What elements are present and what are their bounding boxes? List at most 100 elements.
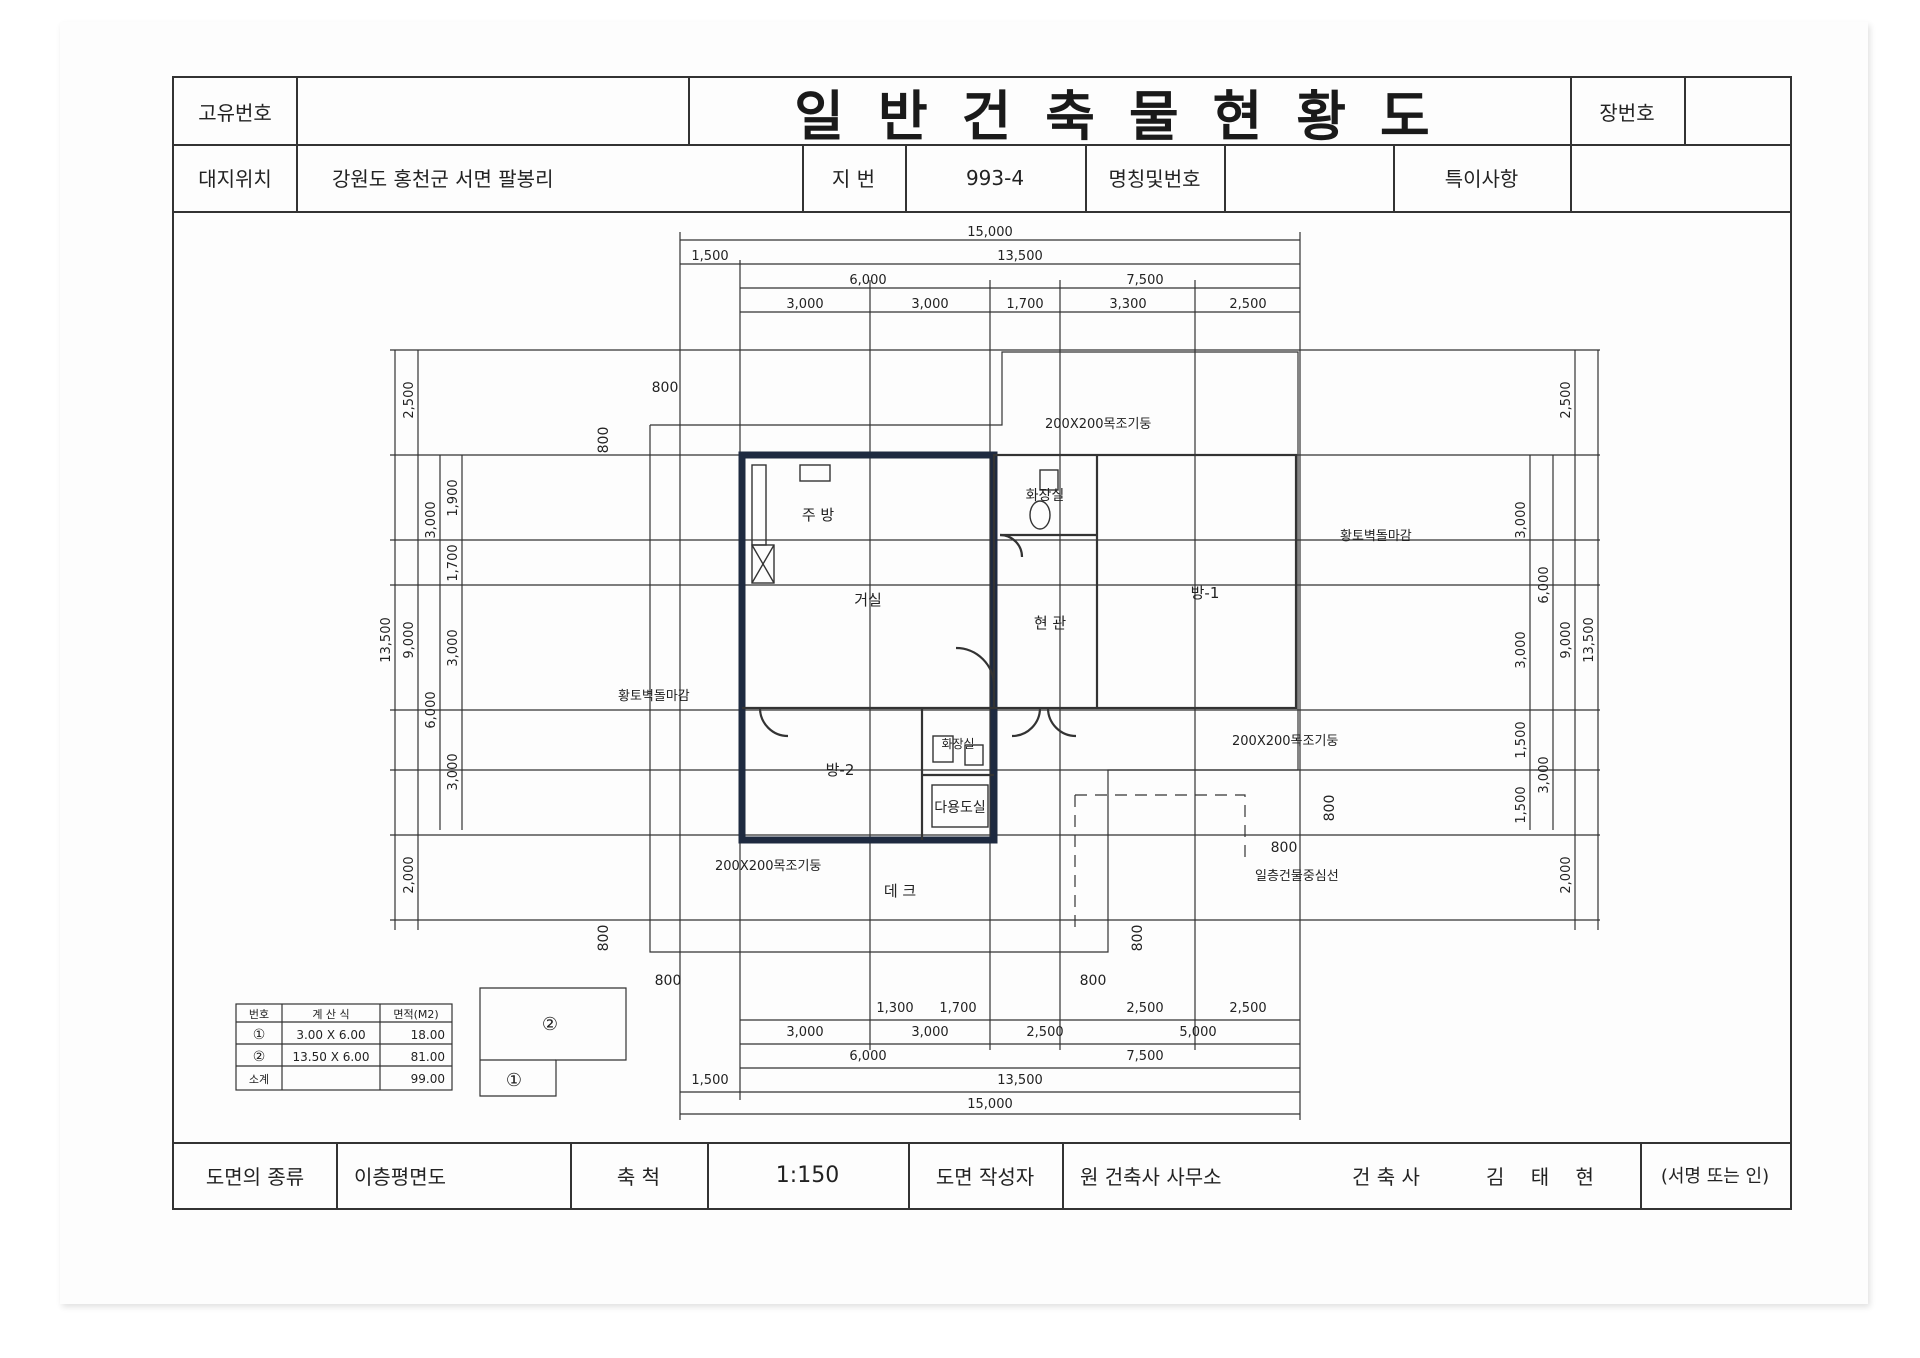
dim-offset: 800 <box>1271 840 1298 856</box>
area-row-formula: 3.00 X 6.00 <box>296 1028 365 1042</box>
note-column-mid: 200X200목조기둥 <box>1232 734 1338 749</box>
grid-line <box>905 144 907 211</box>
grid-line <box>570 1142 572 1208</box>
dim-offset: 800 <box>652 380 679 396</box>
dim-top-s3: 1,700 <box>1006 297 1043 312</box>
area-row-area: 81.00 <box>411 1050 445 1064</box>
dim-offset: 800 <box>596 925 612 952</box>
dim-left-a1: 3,000 <box>424 501 439 538</box>
dim-bottom-part-a: 6,000 <box>849 1049 886 1064</box>
dim-bottom-part-b: 7,500 <box>1126 1049 1163 1064</box>
dim-bottom-total: 15,000 <box>967 1097 1013 1112</box>
area-header-no: 번호 <box>249 1008 269 1021</box>
signature-label: (서명 또는 인) <box>1660 1166 1770 1187</box>
dim-bottom-u1: 1,300 <box>876 1001 913 1016</box>
dim-top-s4: 3,300 <box>1109 297 1146 312</box>
room-1: 방-1 <box>1191 584 1220 602</box>
dim-offset: 800 <box>1080 973 1107 989</box>
architect-label: 건 축 사 <box>1352 1164 1420 1189</box>
note-column-bottom: 200X200목조기둥 <box>715 859 821 874</box>
key-area-2: ② <box>542 1014 558 1035</box>
dim-top-part-a: 6,000 <box>849 273 886 288</box>
dim-bottom-u3: 2,500 <box>1126 1001 1163 1016</box>
room-2: 방-2 <box>826 761 855 779</box>
dim-bottom-s2: 3,000 <box>911 1025 948 1040</box>
room-living: 거실 <box>854 591 882 609</box>
dim-right-mid: 9,000 <box>1559 621 1574 658</box>
dim-right-a1: 6,000 <box>1537 566 1552 603</box>
note-wall-finish-right: 황토벽돌마감 <box>1340 529 1412 544</box>
dim-top-s5: 2,500 <box>1229 297 1266 312</box>
dim-offset: 800 <box>1322 795 1338 822</box>
dim-top-total: 15,000 <box>967 225 1013 240</box>
grid-line <box>688 78 690 144</box>
special-label: 특이사항 <box>1444 167 1519 191</box>
drawing-type-value: 이층평면도 <box>354 1164 446 1189</box>
dim-left-total: 13,500 <box>379 617 394 663</box>
dim-offset: 800 <box>655 973 682 989</box>
dim-offset: 800 <box>1130 925 1146 952</box>
scale-label: 축 척 <box>616 1164 661 1189</box>
scale-value: 1:150 <box>775 1162 840 1188</box>
area-row-formula: 13.50 X 6.00 <box>293 1050 370 1064</box>
footer-divider <box>174 1142 1790 1144</box>
grid-line <box>1640 1142 1642 1208</box>
lot-label: 지 번 <box>831 167 876 191</box>
document-title: 일반건축물현황도 <box>794 84 1464 148</box>
dim-right-b4: 1,500 <box>1514 786 1529 823</box>
dim-left-mid: 9,000 <box>402 621 417 658</box>
grid-line <box>1570 78 1572 211</box>
grid-line <box>802 144 804 211</box>
room-kitchen: 주 방 <box>802 506 835 524</box>
area-header-area: 면적(M2) <box>393 1008 438 1021</box>
dim-right-b2: 3,000 <box>1514 631 1529 668</box>
dim-left-bottom: 2,000 <box>402 856 417 893</box>
dim-left-b2: 1,700 <box>446 544 461 581</box>
location-value: 강원도 홍천군 서면 팔봉리 <box>332 167 554 191</box>
area-row-no: ① <box>253 1027 266 1043</box>
grid-line <box>1684 78 1686 144</box>
dim-top-s2: 3,000 <box>911 297 948 312</box>
location-label: 대지위치 <box>198 167 272 191</box>
room-utility: 다용도실 <box>934 800 986 816</box>
area-header-formula: 계 산 식 <box>312 1008 349 1021</box>
note-floor-center: 일층건물중심선 <box>1255 869 1339 884</box>
lot-value: 993-4 <box>965 165 1025 190</box>
dim-right-b3: 1,500 <box>1514 721 1529 758</box>
note-column-top: 200X200목조기둥 <box>1045 417 1151 432</box>
dim-bottom-s1: 3,000 <box>786 1025 823 1040</box>
grid-line <box>1393 144 1395 211</box>
dim-bottom-overhang: 1,500 <box>691 1073 728 1088</box>
dim-left-b3: 3,000 <box>446 629 461 666</box>
dim-left-b1: 1,900 <box>446 479 461 516</box>
name-label: 명칭및번호 <box>1108 167 1201 191</box>
area-row-area: 18.00 <box>411 1028 445 1042</box>
dim-bottom-s3: 2,500 <box>1026 1025 1063 1040</box>
dim-right-b1: 3,000 <box>1514 501 1529 538</box>
dim-bottom-main: 13,500 <box>997 1073 1043 1088</box>
header-divider <box>174 144 1790 146</box>
dim-right-a2: 3,000 <box>1537 756 1552 793</box>
note-wall-finish-left: 황토벽돌마감 <box>618 689 690 704</box>
drawing-frame: 고유번호 일반건축물현황도 장번호 대지위치 강원도 홍천군 서면 팔봉리 지 … <box>172 76 1792 1210</box>
deck-label: 데 크 <box>884 882 916 900</box>
sheet-no-label: 장번호 <box>1599 100 1655 125</box>
architect-name: 김 태 현 <box>1486 1164 1604 1189</box>
office-name: 원 건축사 사무소 <box>1080 1164 1222 1189</box>
site-divider <box>174 211 1790 213</box>
room-toilet2: 화장실 <box>941 737 974 751</box>
dim-left-a2: 6,000 <box>424 691 439 728</box>
dim-top-main: 13,500 <box>997 249 1043 264</box>
dim-right-total: 13,500 <box>1582 617 1597 663</box>
author-label: 도면 작성자 <box>935 1164 1035 1189</box>
room-toilet1: 화장실 <box>1026 488 1065 504</box>
dim-top-part-b: 7,500 <box>1126 273 1163 288</box>
grid-line <box>1085 144 1087 211</box>
dim-offset: 800 <box>596 427 612 454</box>
area-row-area: 99.00 <box>411 1072 445 1086</box>
grid-line <box>707 1142 709 1208</box>
grid-line <box>1062 1142 1064 1208</box>
dim-top-overhang: 1,500 <box>691 249 728 264</box>
drawing-type-label: 도면의 종류 <box>205 1164 305 1189</box>
